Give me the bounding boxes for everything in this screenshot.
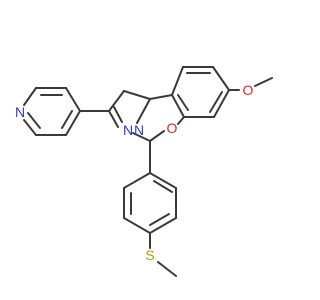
methoxy-oxygen-label: O [243, 82, 254, 98]
atom-label-layer: O O N N N S [15, 82, 254, 263]
pyrazoline-nitrogen-label-left: N [123, 122, 133, 138]
pyridine-nitrogen-label: N [15, 104, 25, 120]
bond-layer [23, 66, 273, 277]
ring-oxygen-label: O [167, 120, 178, 136]
pyrazoline-nitrogen-label-right: N [134, 122, 144, 138]
sulfur-label: S [145, 247, 154, 263]
molecule-structure-diagram: O O N N N S [15, 66, 273, 277]
